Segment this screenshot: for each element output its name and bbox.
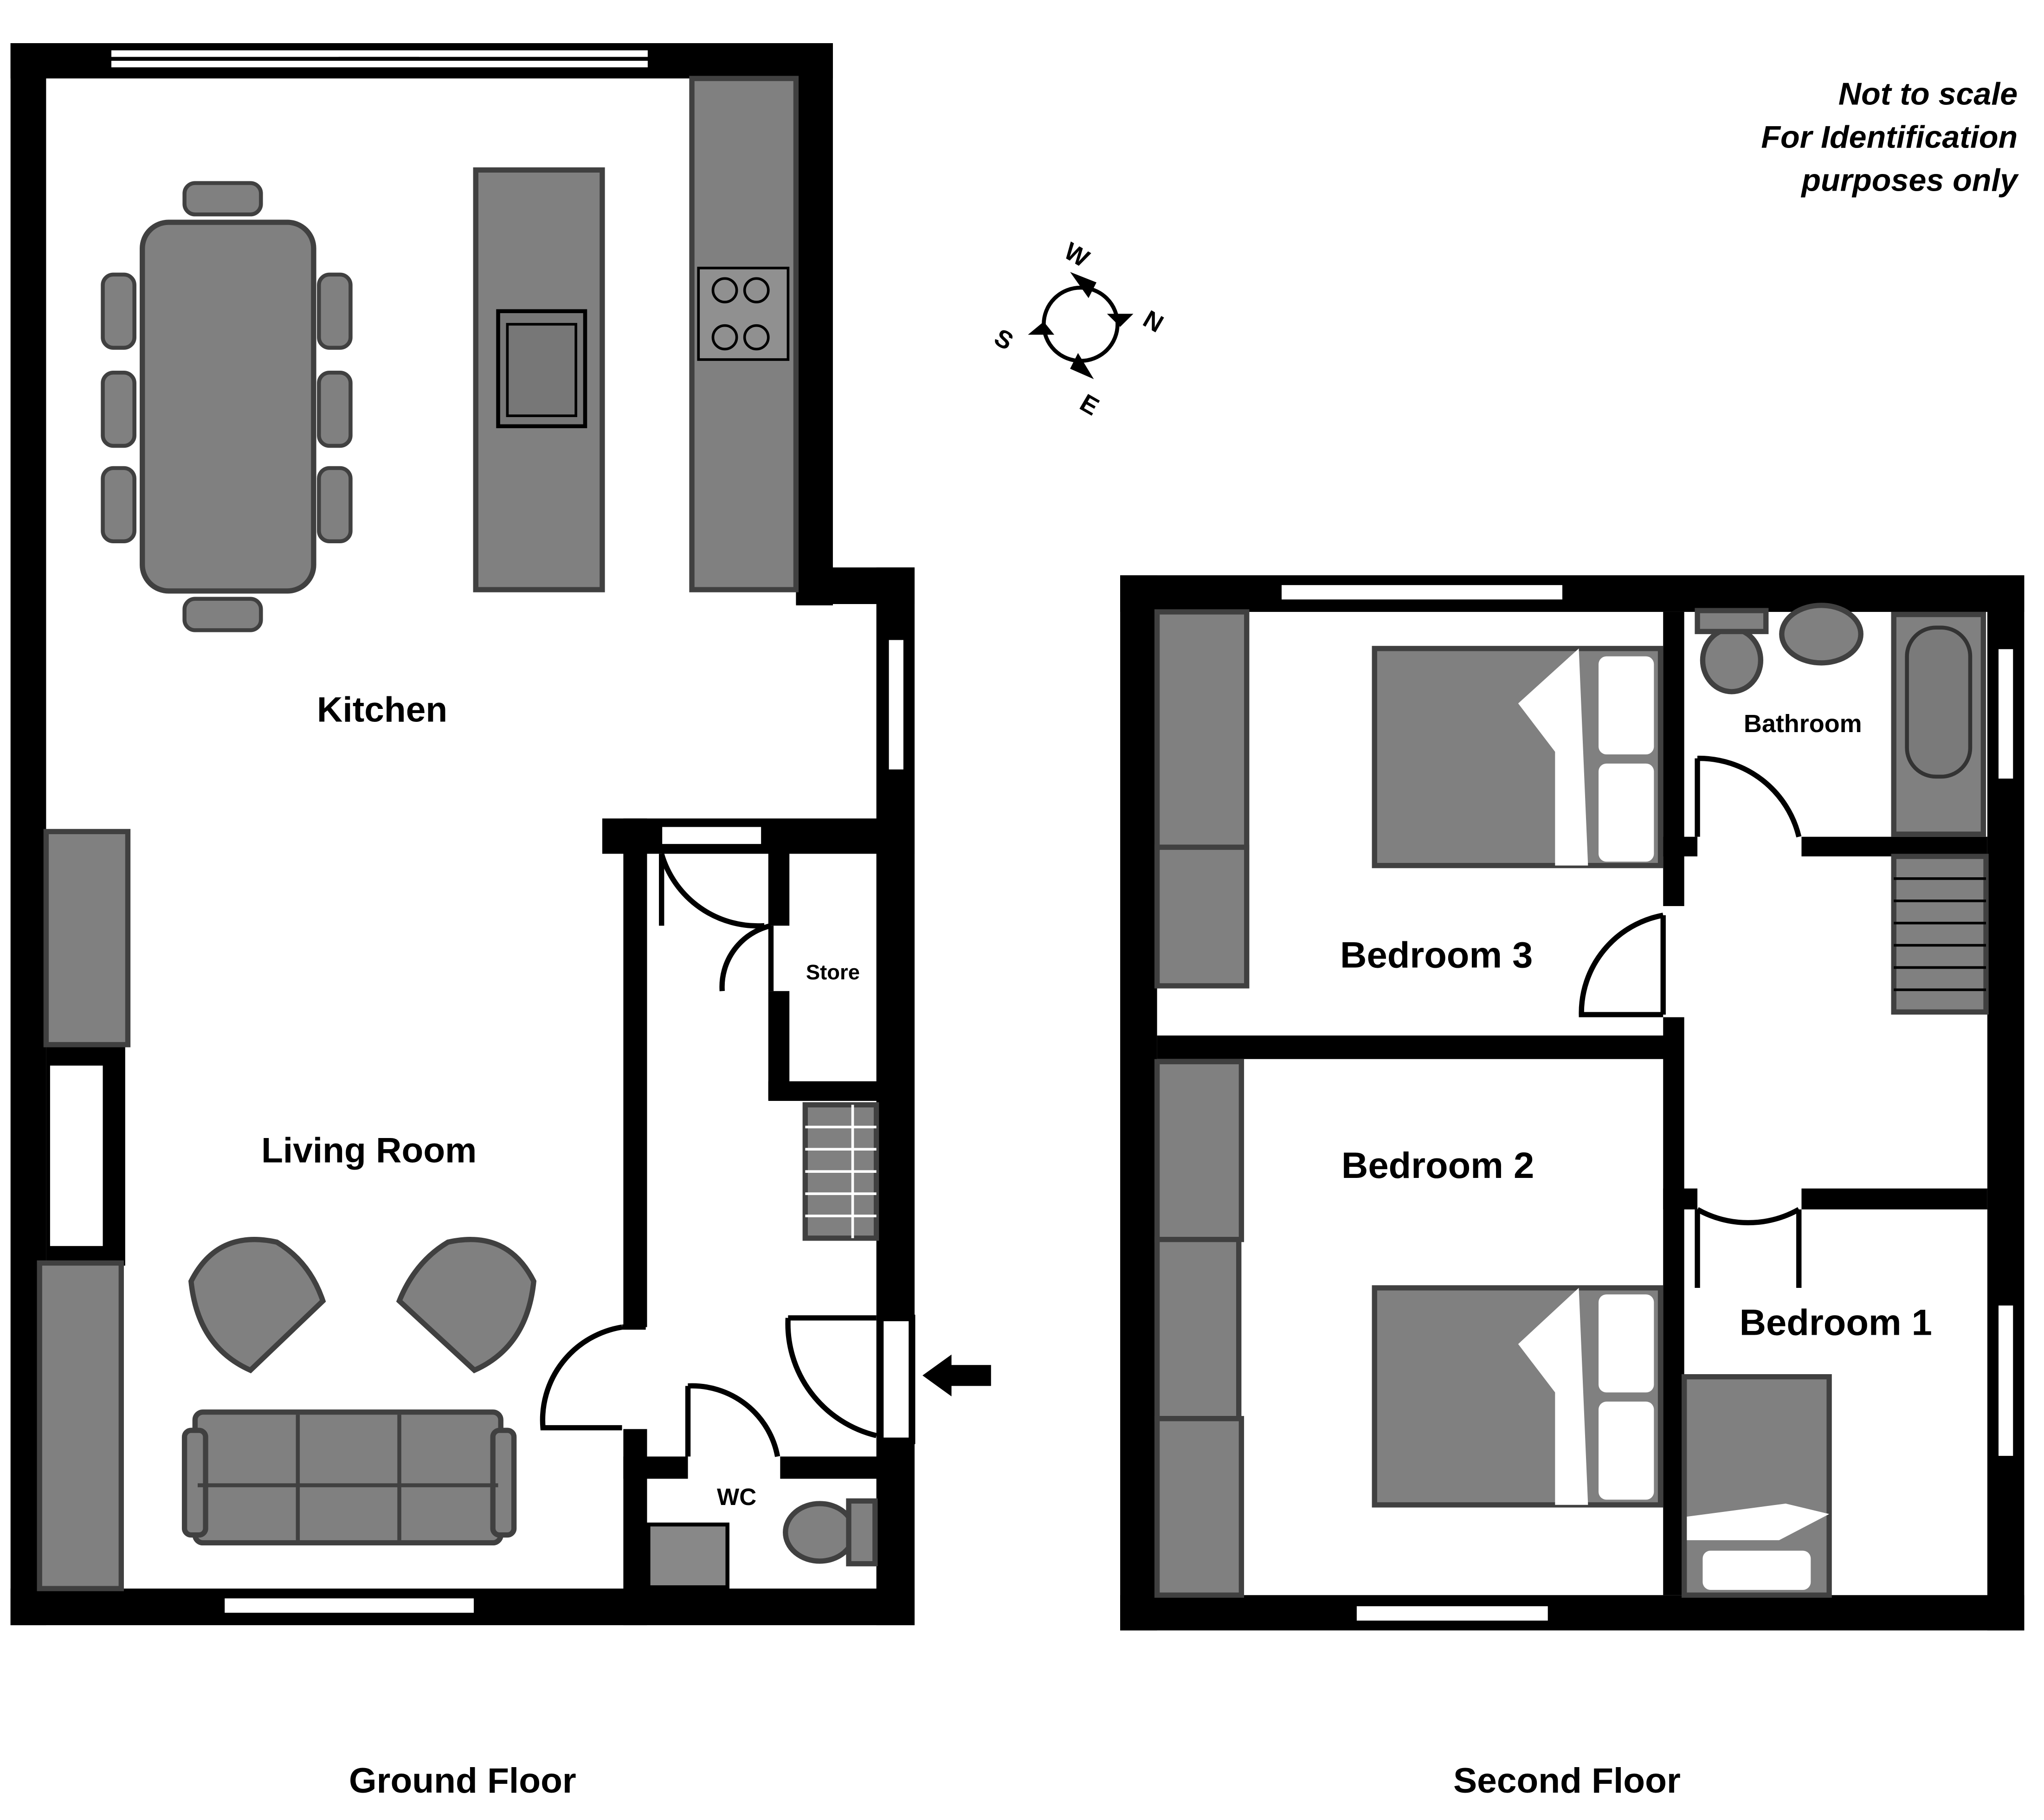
room-label-bedroom-3: Bedroom 3 <box>1340 934 1533 976</box>
gf-wall-store-south <box>768 1081 900 1101</box>
sf-doors <box>1579 755 1802 1288</box>
disclaimer-line-2: For Identification <box>1761 120 2018 155</box>
bath-cistern <box>1695 608 1769 634</box>
sofa <box>181 1409 517 1546</box>
gf-window-east <box>882 633 910 776</box>
room-label-bedroom-1: Bedroom 1 <box>1740 1302 1932 1343</box>
sf-wall-north <box>1120 575 2025 612</box>
sf-wall-bed3-south <box>1157 1035 1682 1059</box>
wc-basin <box>646 1522 729 1589</box>
gf-unit-southwest <box>37 1260 124 1591</box>
hob-rings <box>711 277 770 351</box>
gf-window-south <box>218 1592 481 1620</box>
dining-chairs <box>101 181 353 632</box>
sf-wall-west <box>1120 575 1157 1631</box>
hob <box>697 266 790 361</box>
compass-e: E <box>1075 389 1103 421</box>
gf-unit-west <box>43 829 131 1048</box>
armchair-left <box>188 1237 326 1374</box>
compass-rose-icon <box>1028 272 1134 379</box>
dining-table <box>140 219 316 594</box>
room-label-wc: WC <box>717 1484 756 1510</box>
bed2-wardrobe-2 <box>1154 1237 1242 1421</box>
ground-floor-plan <box>10 43 991 1626</box>
bed3-wardrobe-2 <box>1154 844 1250 989</box>
room-label-living-room: Living Room <box>261 1131 477 1170</box>
gf-fireplace-opening <box>50 1065 103 1246</box>
bathtub <box>1891 611 1986 837</box>
wc-cistern <box>846 1498 878 1567</box>
gf-window-hall <box>655 820 768 851</box>
kitchen-sink <box>496 309 587 428</box>
bed2-wardrobe-1 <box>1154 1059 1244 1242</box>
sf-wall-bath-west <box>1663 611 1684 907</box>
compass-n: N <box>1139 305 1168 338</box>
bed3-wardrobe-1 <box>1154 609 1250 850</box>
bed3-bed <box>1372 646 1664 868</box>
entrance-arrow-icon <box>922 1354 991 1396</box>
gf-doors <box>540 853 877 1480</box>
gf-wall-east-upper <box>796 43 833 605</box>
sf-wall-bath-south <box>1801 836 1987 856</box>
armchair-right <box>396 1237 537 1374</box>
bed1-bed <box>1681 1374 1832 1598</box>
sf-window-bed1 <box>1992 1299 2020 1463</box>
sf-window-bed3 <box>1275 579 1569 606</box>
compass-w: W <box>1059 237 1094 273</box>
room-label-bathroom: Bathroom <box>1744 710 1862 738</box>
bath-toilet <box>1700 626 1764 695</box>
sf-wall-bed1-west <box>1663 1017 1684 1595</box>
room-label-bedroom-2: Bedroom 2 <box>1341 1145 1534 1186</box>
wc-toilet <box>783 1501 857 1564</box>
sf-stairs <box>1891 854 1989 1015</box>
gf-front-door-frame <box>877 1314 916 1444</box>
room-label-store: Store <box>806 960 860 984</box>
sf-wall-bed1-north <box>1801 1188 1987 1209</box>
gf-wall-hall-west <box>623 818 647 1626</box>
sf-window-bath <box>1992 643 2020 785</box>
bath-basin <box>1779 603 1863 666</box>
second-floor-plan <box>1120 575 2025 1631</box>
floor-title-second: Second Floor <box>1453 1761 1681 1801</box>
gf-stairs <box>802 1102 879 1241</box>
sf-window-bed2 <box>1350 1600 1554 1627</box>
room-label-kitchen: Kitchen <box>317 690 447 730</box>
disclaimer-line-3: purposes only <box>1800 163 2019 198</box>
compass-s: S <box>990 323 1018 356</box>
disclaimer-line-1: Not to scale <box>1838 77 2018 112</box>
floor-title-ground: Ground Floor <box>349 1761 576 1801</box>
bed2-wardrobe-3 <box>1154 1416 1244 1598</box>
sf-wall-south <box>1120 1595 2025 1631</box>
bed2-bed <box>1372 1285 1664 1508</box>
